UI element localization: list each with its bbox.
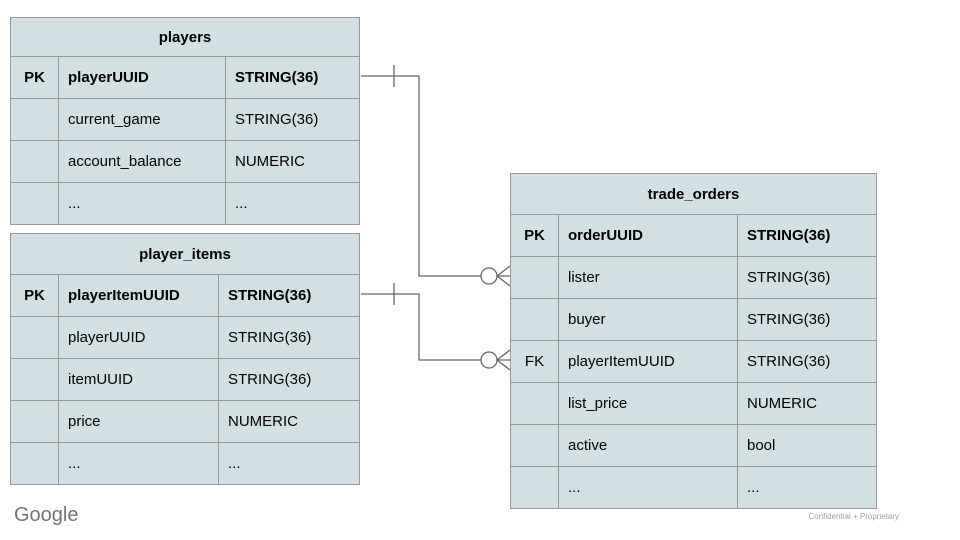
field-cell: price bbox=[58, 400, 218, 442]
field-cell: list_price bbox=[558, 382, 737, 424]
key-cell bbox=[511, 382, 558, 424]
key-cell bbox=[11, 182, 58, 224]
type-cell: ... bbox=[737, 466, 876, 508]
key-cell bbox=[511, 466, 558, 508]
cardinality-many-crowfoot-icon bbox=[496, 265, 511, 287]
key-cell bbox=[11, 400, 58, 442]
key-cell bbox=[11, 98, 58, 140]
type-cell: STRING(36) bbox=[737, 298, 876, 340]
type-cell: STRING(36) bbox=[218, 358, 359, 400]
field-cell: lister bbox=[558, 256, 737, 298]
field-cell: playerUUID bbox=[58, 316, 218, 358]
key-cell: PK bbox=[511, 214, 558, 256]
field-cell: account_balance bbox=[58, 140, 225, 182]
relationship-players-to-trade-orders bbox=[361, 65, 511, 287]
type-cell: ... bbox=[218, 442, 359, 484]
type-cell: STRING(36) bbox=[737, 256, 876, 298]
cardinality-zero-circle-icon bbox=[480, 351, 498, 369]
entity-table-players: players PK playerUUID STRING(36) current… bbox=[10, 17, 360, 225]
type-cell: bool bbox=[737, 424, 876, 466]
field-cell: playerItemUUID bbox=[558, 340, 737, 382]
entity-table-trade-orders: trade_orders PK orderUUID STRING(36) lis… bbox=[510, 173, 877, 509]
type-cell: STRING(36) bbox=[225, 98, 359, 140]
key-cell bbox=[511, 424, 558, 466]
field-cell: playerUUID bbox=[58, 56, 225, 98]
table-title: players bbox=[158, 28, 212, 46]
relationship-player-items-to-trade-orders bbox=[361, 283, 511, 371]
field-cell: active bbox=[558, 424, 737, 466]
type-cell: STRING(36) bbox=[218, 274, 359, 316]
key-cell bbox=[11, 140, 58, 182]
key-cell bbox=[11, 358, 58, 400]
key-cell bbox=[511, 298, 558, 340]
cardinality-many-crowfoot-icon bbox=[496, 349, 511, 371]
key-cell: PK bbox=[11, 274, 58, 316]
cardinality-zero-circle-icon bbox=[480, 267, 498, 285]
type-cell: STRING(36) bbox=[737, 214, 876, 256]
type-cell: NUMERIC bbox=[737, 382, 876, 424]
confidential-note: Confidential + Proprietary bbox=[808, 512, 900, 521]
field-cell: current_game bbox=[58, 98, 225, 140]
key-cell bbox=[511, 256, 558, 298]
field-cell: playerItemUUID bbox=[58, 274, 218, 316]
connector-line bbox=[361, 293, 481, 361]
key-cell: FK bbox=[511, 340, 558, 382]
type-cell: NUMERIC bbox=[225, 140, 359, 182]
type-cell: ... bbox=[225, 182, 359, 224]
type-cell: STRING(36) bbox=[737, 340, 876, 382]
key-cell bbox=[11, 316, 58, 358]
field-cell: orderUUID bbox=[558, 214, 737, 256]
field-cell: ... bbox=[558, 466, 737, 508]
field-cell: ... bbox=[58, 182, 225, 224]
table-title: player_items bbox=[139, 245, 231, 263]
field-cell: ... bbox=[58, 442, 218, 484]
key-cell: PK bbox=[11, 56, 58, 98]
table-title: trade_orders bbox=[647, 185, 740, 203]
google-logo: Google bbox=[14, 504, 79, 526]
type-cell: STRING(36) bbox=[225, 56, 359, 98]
type-cell: NUMERIC bbox=[218, 400, 359, 442]
entity-table-player-items: player_items PK playerItemUUID STRING(36… bbox=[10, 233, 360, 485]
field-cell: itemUUID bbox=[58, 358, 218, 400]
key-cell bbox=[11, 442, 58, 484]
connector-line bbox=[361, 75, 481, 277]
field-cell: buyer bbox=[558, 298, 737, 340]
type-cell: STRING(36) bbox=[218, 316, 359, 358]
